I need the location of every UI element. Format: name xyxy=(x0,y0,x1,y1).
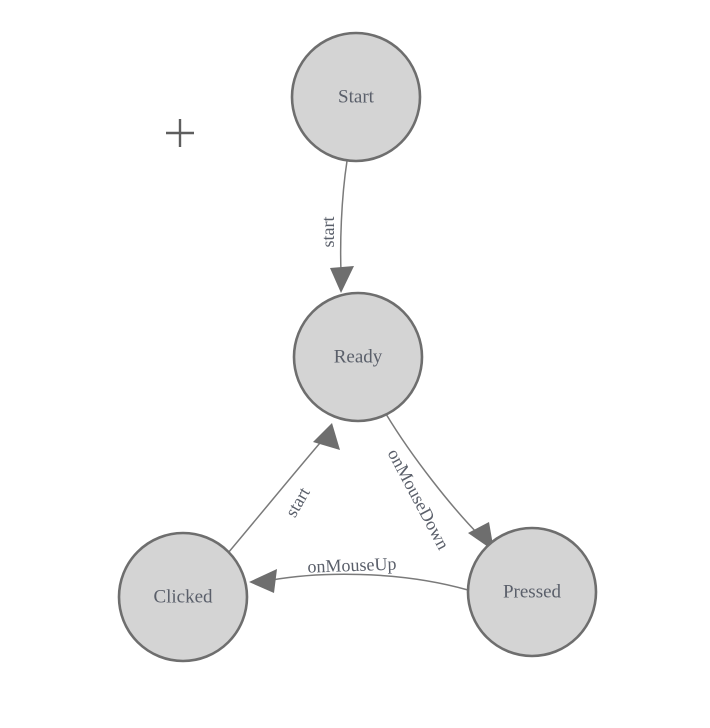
edge-path-pressed-to-clicked xyxy=(271,573,469,591)
edge-clicked-to-ready[interactable]: start xyxy=(227,423,340,554)
node-clicked[interactable]: Clicked xyxy=(117,531,249,663)
edge-path-ready-to-pressed xyxy=(385,413,483,539)
node-label-clicked: Clicked xyxy=(153,586,213,607)
node-circle-clicked[interactable] xyxy=(117,531,249,663)
edge-label-clicked-to-ready: start xyxy=(281,484,314,521)
arrowhead-start-to-ready xyxy=(330,266,354,293)
edge-path-clicked-to-ready xyxy=(227,435,327,554)
edge-ready-to-pressed[interactable]: onMouseDown xyxy=(384,413,494,553)
edge-start-to-ready[interactable]: start xyxy=(318,160,354,293)
edge-path-start-to-ready xyxy=(339,160,348,273)
arrowhead-pressed-to-clicked xyxy=(249,569,277,593)
node-ready[interactable]: Ready xyxy=(292,291,424,423)
edge-label-start-to-ready: start xyxy=(318,217,338,248)
node-start[interactable]: Start xyxy=(290,31,422,163)
edge-pressed-to-clicked[interactable]: onMouseUp xyxy=(249,554,469,593)
node-label-start: Start xyxy=(338,86,375,107)
node-pressed[interactable]: Pressed xyxy=(466,526,598,658)
node-label-pressed: Pressed xyxy=(503,581,562,602)
arrowhead-ready-to-pressed xyxy=(468,522,494,551)
plus-marker-icon xyxy=(166,119,194,147)
arrowhead-clicked-to-ready xyxy=(313,423,340,450)
node-circle-ready[interactable] xyxy=(292,291,424,423)
node-circle-pressed[interactable] xyxy=(466,526,598,658)
node-circle-start[interactable] xyxy=(290,31,422,163)
edge-label-pressed-to-clicked: onMouseUp xyxy=(307,554,397,577)
node-label-ready: Ready xyxy=(334,346,383,367)
